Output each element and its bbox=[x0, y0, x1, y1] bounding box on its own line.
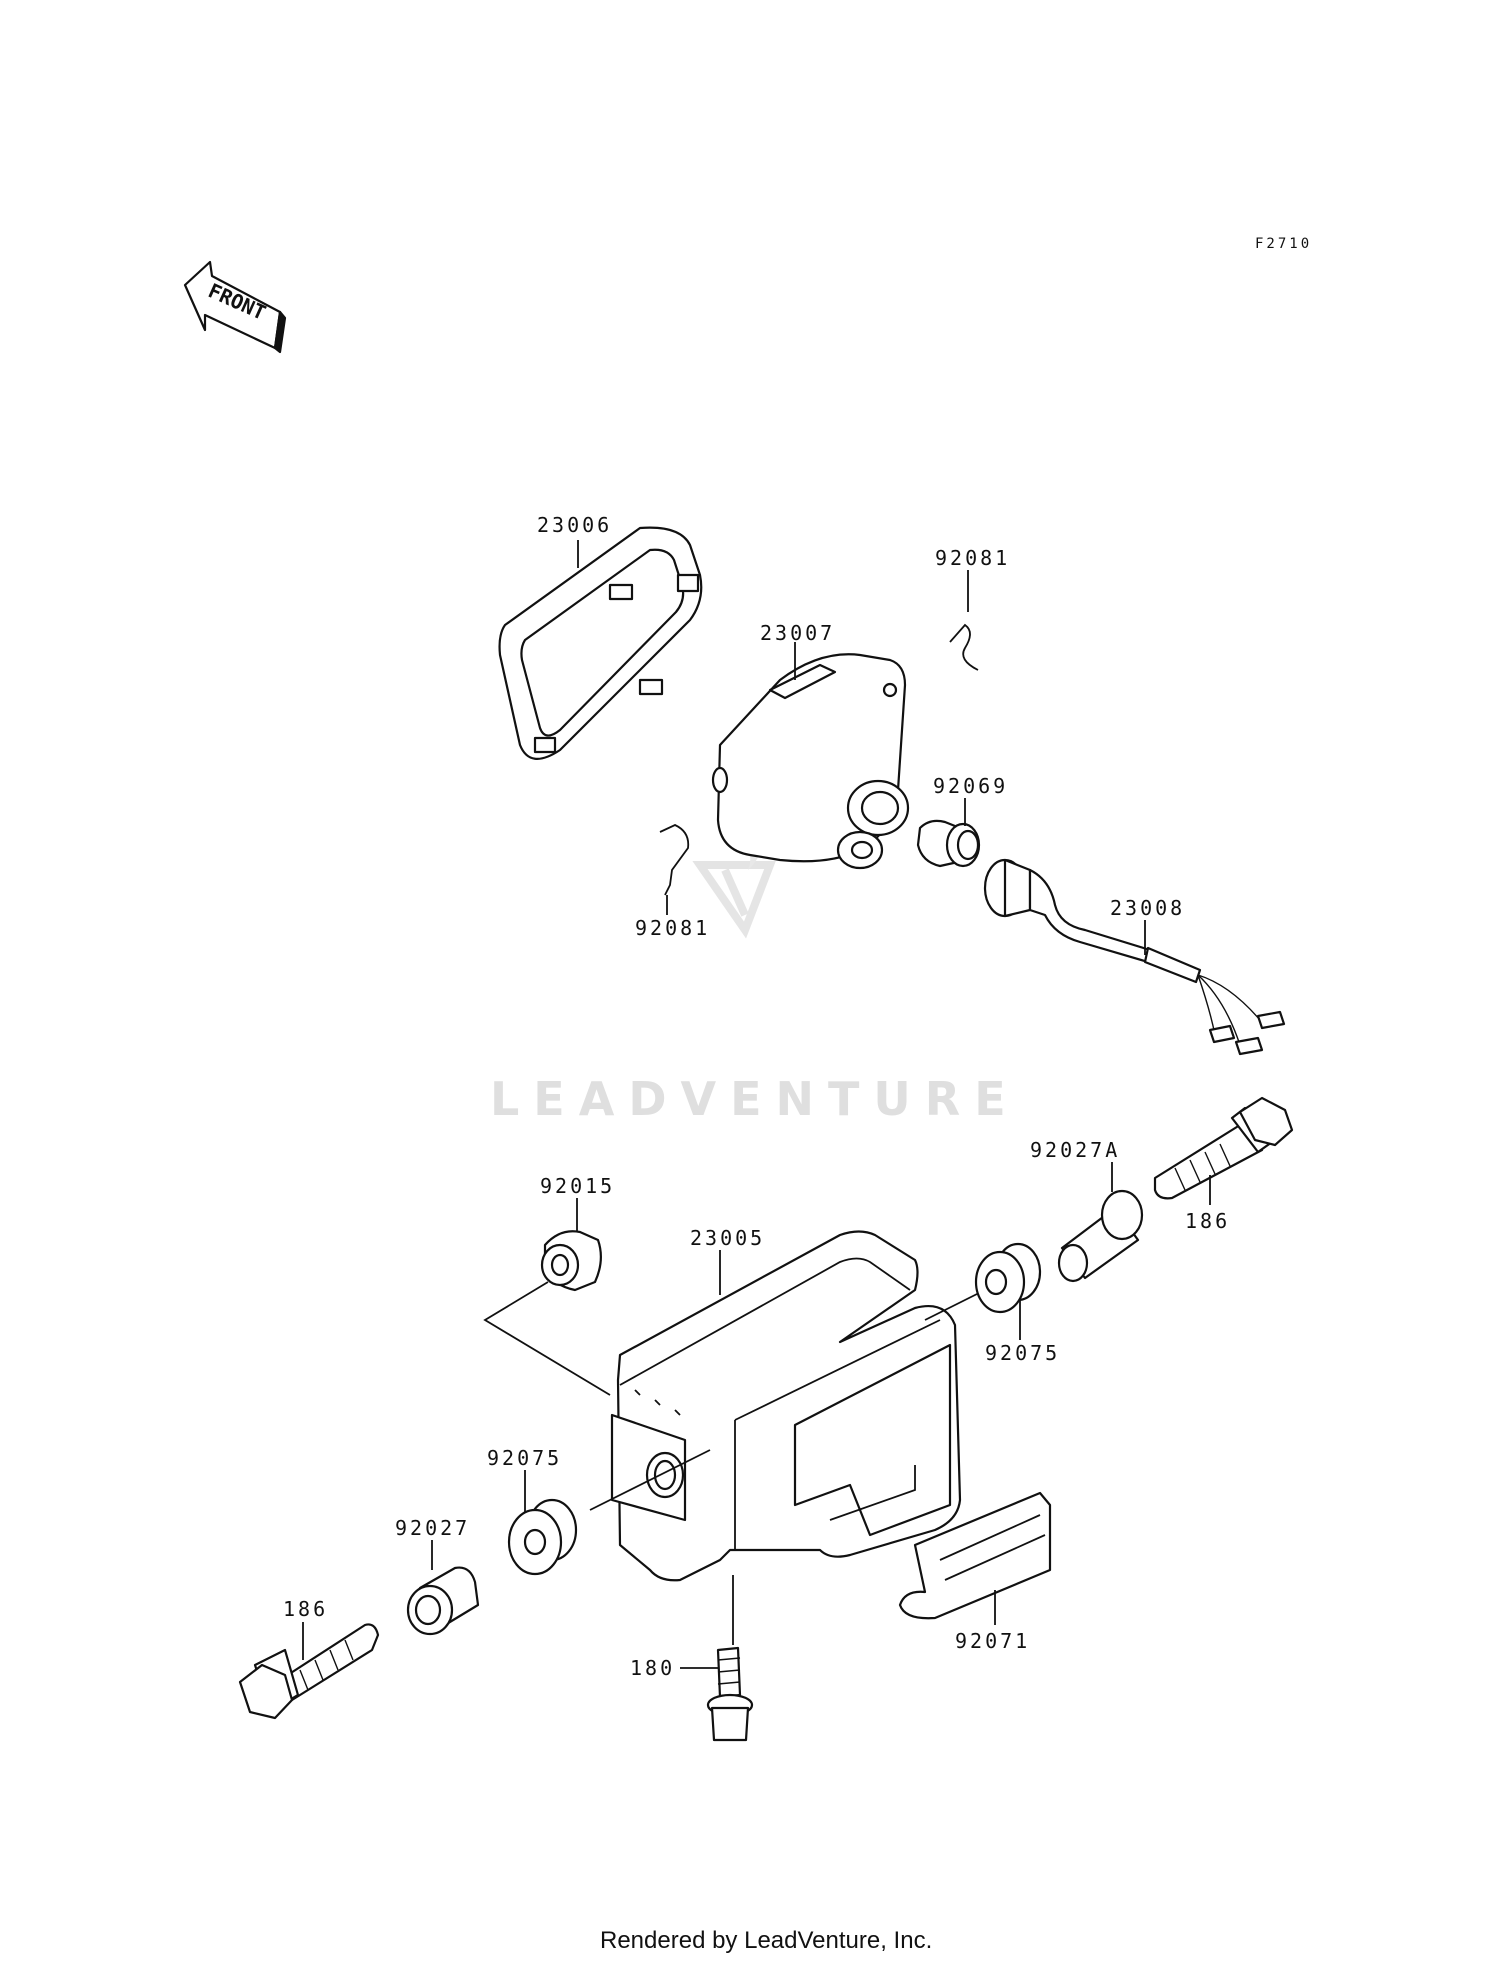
front-arrow-icon: FRONT bbox=[183, 260, 287, 354]
part-23008-socket-harness bbox=[983, 858, 1286, 1056]
callout-186-right: 186 bbox=[1185, 1209, 1230, 1233]
part-23006-rim bbox=[498, 526, 703, 760]
callout-180: 180 bbox=[630, 1656, 675, 1680]
part-92081-clip-left bbox=[659, 824, 690, 896]
watermark-text: LEADVENTURE bbox=[490, 1072, 1020, 1126]
callout-92081-top: 92081 bbox=[935, 546, 1010, 570]
callout-92075-right: 92075 bbox=[985, 1341, 1060, 1365]
footer-credit: Rendered by LeadVenture, Inc. bbox=[600, 1927, 932, 1954]
callout-186-left: 186 bbox=[283, 1597, 328, 1621]
callout-92027: 92027 bbox=[395, 1516, 470, 1540]
callout-92081-left: 92081 bbox=[635, 916, 710, 940]
part-92075-grommet-right bbox=[974, 1242, 1042, 1314]
part-23007-housing bbox=[711, 653, 910, 870]
callout-23006: 23006 bbox=[537, 513, 612, 537]
part-92075-grommet-left bbox=[507, 1498, 578, 1576]
callout-23008: 23008 bbox=[1110, 896, 1185, 920]
part-186-bolt-right bbox=[1153, 1096, 1294, 1200]
part-180-bolt-bottom bbox=[706, 1646, 754, 1742]
part-92081-clip-top bbox=[949, 623, 979, 671]
part-92071-pad bbox=[898, 1491, 1052, 1620]
callout-92027a: 92027A bbox=[1030, 1138, 1120, 1162]
callout-23007: 23007 bbox=[760, 621, 835, 645]
part-23005-cover bbox=[610, 1230, 962, 1582]
part-92015-grommet bbox=[540, 1230, 602, 1292]
callout-92015: 92015 bbox=[540, 1174, 615, 1198]
part-92069-bulb bbox=[916, 819, 981, 868]
part-92027a-collar bbox=[1057, 1189, 1144, 1283]
callout-23005: 23005 bbox=[690, 1226, 765, 1250]
callout-92069: 92069 bbox=[933, 774, 1008, 798]
callout-92071: 92071 bbox=[955, 1629, 1030, 1653]
figure-code: F2710 bbox=[1255, 236, 1312, 252]
part-186-bolt-left bbox=[238, 1623, 380, 1720]
callout-92075-left: 92075 bbox=[487, 1446, 562, 1470]
part-92027-collar bbox=[406, 1566, 480, 1636]
